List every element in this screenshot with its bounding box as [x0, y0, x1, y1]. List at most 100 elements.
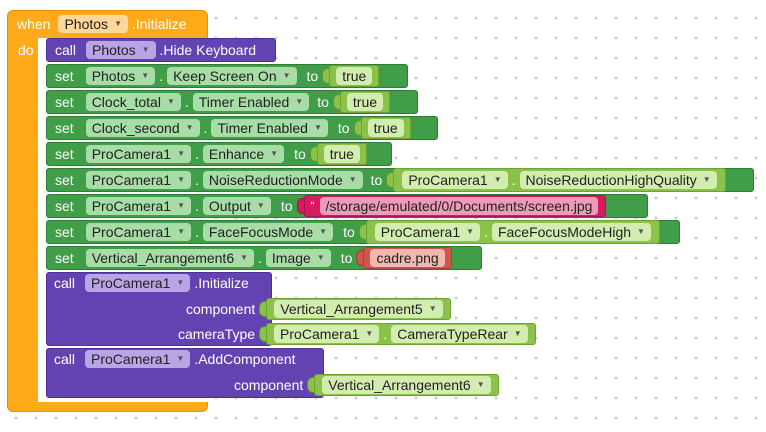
component-value-dropdown[interactable]: Vertical_Arrangement6▼ [322, 376, 491, 394]
set-face-focus-block[interactable]: set ProCamera1▼ . FaceFocusMode▼ to ProC… [46, 220, 680, 244]
property-dropdown[interactable]: Image▼ [265, 249, 331, 267]
call-keyword: call [55, 42, 77, 58]
set-clock-total-timer-block[interactable]: set Clock_total▼ . Timer Enabled▼ to tru… [46, 90, 418, 114]
component-dropdown[interactable]: Photos▼ [85, 67, 156, 85]
component-dropdown[interactable]: ProCamera1▼ [85, 171, 191, 189]
text-value[interactable]: /storage/emulated/0/Documents/screen.jpg [319, 197, 599, 215]
property-label: Enhance [208, 146, 265, 162]
boolean-block[interactable]: true [329, 65, 380, 87]
param-socket [259, 301, 267, 317]
param-label: component [186, 301, 256, 317]
component-value-dropdown[interactable]: Vertical_Arrangement5 ▼ [274, 300, 443, 318]
constant-value-dropdown[interactable]: CameraTypeRear▼ [391, 325, 528, 343]
constant-component-dropdown[interactable]: ProCamera1▼ [274, 325, 380, 343]
set-noise-reduction-block[interactable]: set ProCamera1▼ . NoiseReductionMode▼ to… [46, 168, 754, 192]
component-dropdown[interactable]: ProCamera1▼ [85, 274, 191, 292]
chevron-down-icon: ▼ [176, 354, 185, 363]
to-keyword: to [370, 172, 383, 188]
constant-component-dropdown[interactable]: ProCamera1▼ [402, 171, 508, 189]
constant-component-label: ProCamera1 [280, 326, 360, 342]
chevron-down-icon: ▼ [177, 149, 185, 158]
constant-value-dropdown[interactable]: NoiseReductionHighQuality ▼ [519, 171, 717, 189]
call-add-component-header: call ProCamera1▼ .AddComponent [54, 350, 296, 368]
to-keyword: to [294, 146, 306, 162]
to-keyword: to [317, 94, 329, 110]
property-label: Timer Enabled [217, 120, 308, 136]
constant-block[interactable]: ProCamera1▼ . CameraTypeRear▼ [266, 323, 536, 345]
set-keep-screen-on-block[interactable]: set Photos▼ . Keep Screen On▼ to true [46, 64, 408, 88]
set-keyword: set [55, 94, 74, 110]
dot-separator: . [194, 198, 199, 214]
chevron-down-icon: ▼ [428, 304, 437, 313]
event-header: when Photos ▼ .Initialize [7, 10, 208, 38]
property-dropdown[interactable]: Timer Enabled▼ [211, 119, 328, 137]
constant-block[interactable]: ProCamera1▼ . NoiseReductionHighQuality ▼ [393, 168, 726, 192]
event-name-label: .Initialize [131, 16, 187, 32]
to-keyword: to [337, 120, 350, 136]
component-dropdown[interactable]: ProCamera1 ▼ [85, 145, 191, 163]
chevron-down-icon: ▼ [282, 71, 291, 80]
component-dropdown[interactable]: ProCamera1▼ [85, 197, 191, 215]
constant-component-dropdown[interactable]: ProCamera1▼ [374, 223, 481, 241]
set-image-block[interactable]: set Vertical_Arrangement6▼ . Image▼ to c… [46, 246, 482, 270]
chevron-down-icon: ▼ [185, 123, 194, 132]
component-value-label: Vertical_Arrangement5 [280, 301, 423, 317]
value-socket [309, 146, 317, 162]
param-socket [259, 326, 267, 342]
param-label: cameraType [178, 326, 256, 342]
component-dropdown[interactable]: Clock_total▼ [85, 93, 181, 111]
boolean-value[interactable]: true [346, 93, 384, 111]
chevron-down-icon: ▼ [702, 175, 711, 184]
property-dropdown[interactable]: Keep Screen On▼ [167, 67, 297, 85]
set-keyword: set [55, 250, 74, 266]
set-keyword: set [55, 146, 74, 162]
component-dropdown[interactable]: ProCamera1▼ [85, 223, 191, 241]
set-clock-second-timer-block[interactable]: set Clock_second▼ . Timer Enabled▼ to tr… [46, 116, 438, 140]
property-dropdown[interactable]: Timer Enabled▼ [192, 93, 310, 111]
to-keyword: to [343, 224, 355, 240]
to-keyword: to [280, 198, 293, 214]
set-enhance-block[interactable]: set ProCamera1 ▼ . Enhance ▼ to true [46, 142, 392, 166]
constant-block[interactable]: ProCamera1▼ . FaceFocusModeHigh▼ [365, 220, 660, 244]
property-dropdown[interactable]: NoiseReductionMode▼ [202, 171, 363, 189]
to-keyword: to [306, 68, 319, 84]
set-keyword: set [55, 224, 74, 240]
component-dropdown[interactable]: Vertical_Arrangement6▼ [85, 249, 255, 267]
constant-value-label: NoiseReductionHighQuality [525, 172, 697, 188]
when-label: when [17, 16, 51, 32]
boolean-value[interactable]: true [323, 145, 360, 163]
property-label: FaceFocusMode [208, 224, 314, 240]
event-component-dropdown[interactable]: Photos ▼ [58, 15, 128, 33]
text-block[interactable]: cadre.png [363, 247, 452, 269]
component-dropdown[interactable]: ProCamera1▼ [85, 350, 191, 368]
component-block[interactable]: Vertical_Arrangement6▼ [314, 374, 499, 396]
chevron-down-icon: ▼ [177, 227, 185, 236]
property-dropdown[interactable]: Enhance ▼ [202, 145, 285, 163]
constant-value-dropdown[interactable]: FaceFocusModeHigh▼ [491, 223, 651, 241]
chevron-down-icon: ▼ [270, 149, 279, 158]
text-value[interactable]: cadre.png [370, 249, 445, 267]
component-label: ProCamera1 [91, 146, 172, 162]
dot-separator: . [194, 146, 199, 162]
set-output-block[interactable]: set ProCamera1▼ . Output▼ to “ /storage/… [46, 194, 648, 218]
boolean-value[interactable]: true [367, 119, 404, 137]
property-dropdown[interactable]: FaceFocusMode▼ [202, 223, 334, 241]
component-label: Clock_second [91, 120, 180, 136]
value-socket [322, 68, 330, 84]
component-dropdown[interactable]: Photos ▼ [86, 41, 156, 59]
chevron-down-icon: ▼ [176, 278, 185, 287]
component-block[interactable]: Vertical_Arrangement5 ▼ [266, 298, 451, 320]
value-socket [386, 172, 394, 188]
text-block[interactable]: “ /storage/emulated/0/Documents/screen.j… [303, 195, 607, 217]
boolean-block[interactable]: true [316, 143, 367, 165]
boolean-value[interactable]: true [336, 67, 373, 85]
component-dropdown[interactable]: Clock_second ▼ [85, 119, 200, 137]
component-label: Photos [91, 68, 136, 84]
call-hide-keyboard-block[interactable]: call Photos ▼ .Hide Keyboard [46, 38, 276, 62]
boolean-block[interactable]: true [360, 117, 411, 139]
boolean-block[interactable]: true [339, 91, 391, 113]
dot-separator: . [194, 172, 199, 188]
dot-separator: . [511, 172, 516, 188]
property-dropdown[interactable]: Output▼ [202, 197, 271, 215]
